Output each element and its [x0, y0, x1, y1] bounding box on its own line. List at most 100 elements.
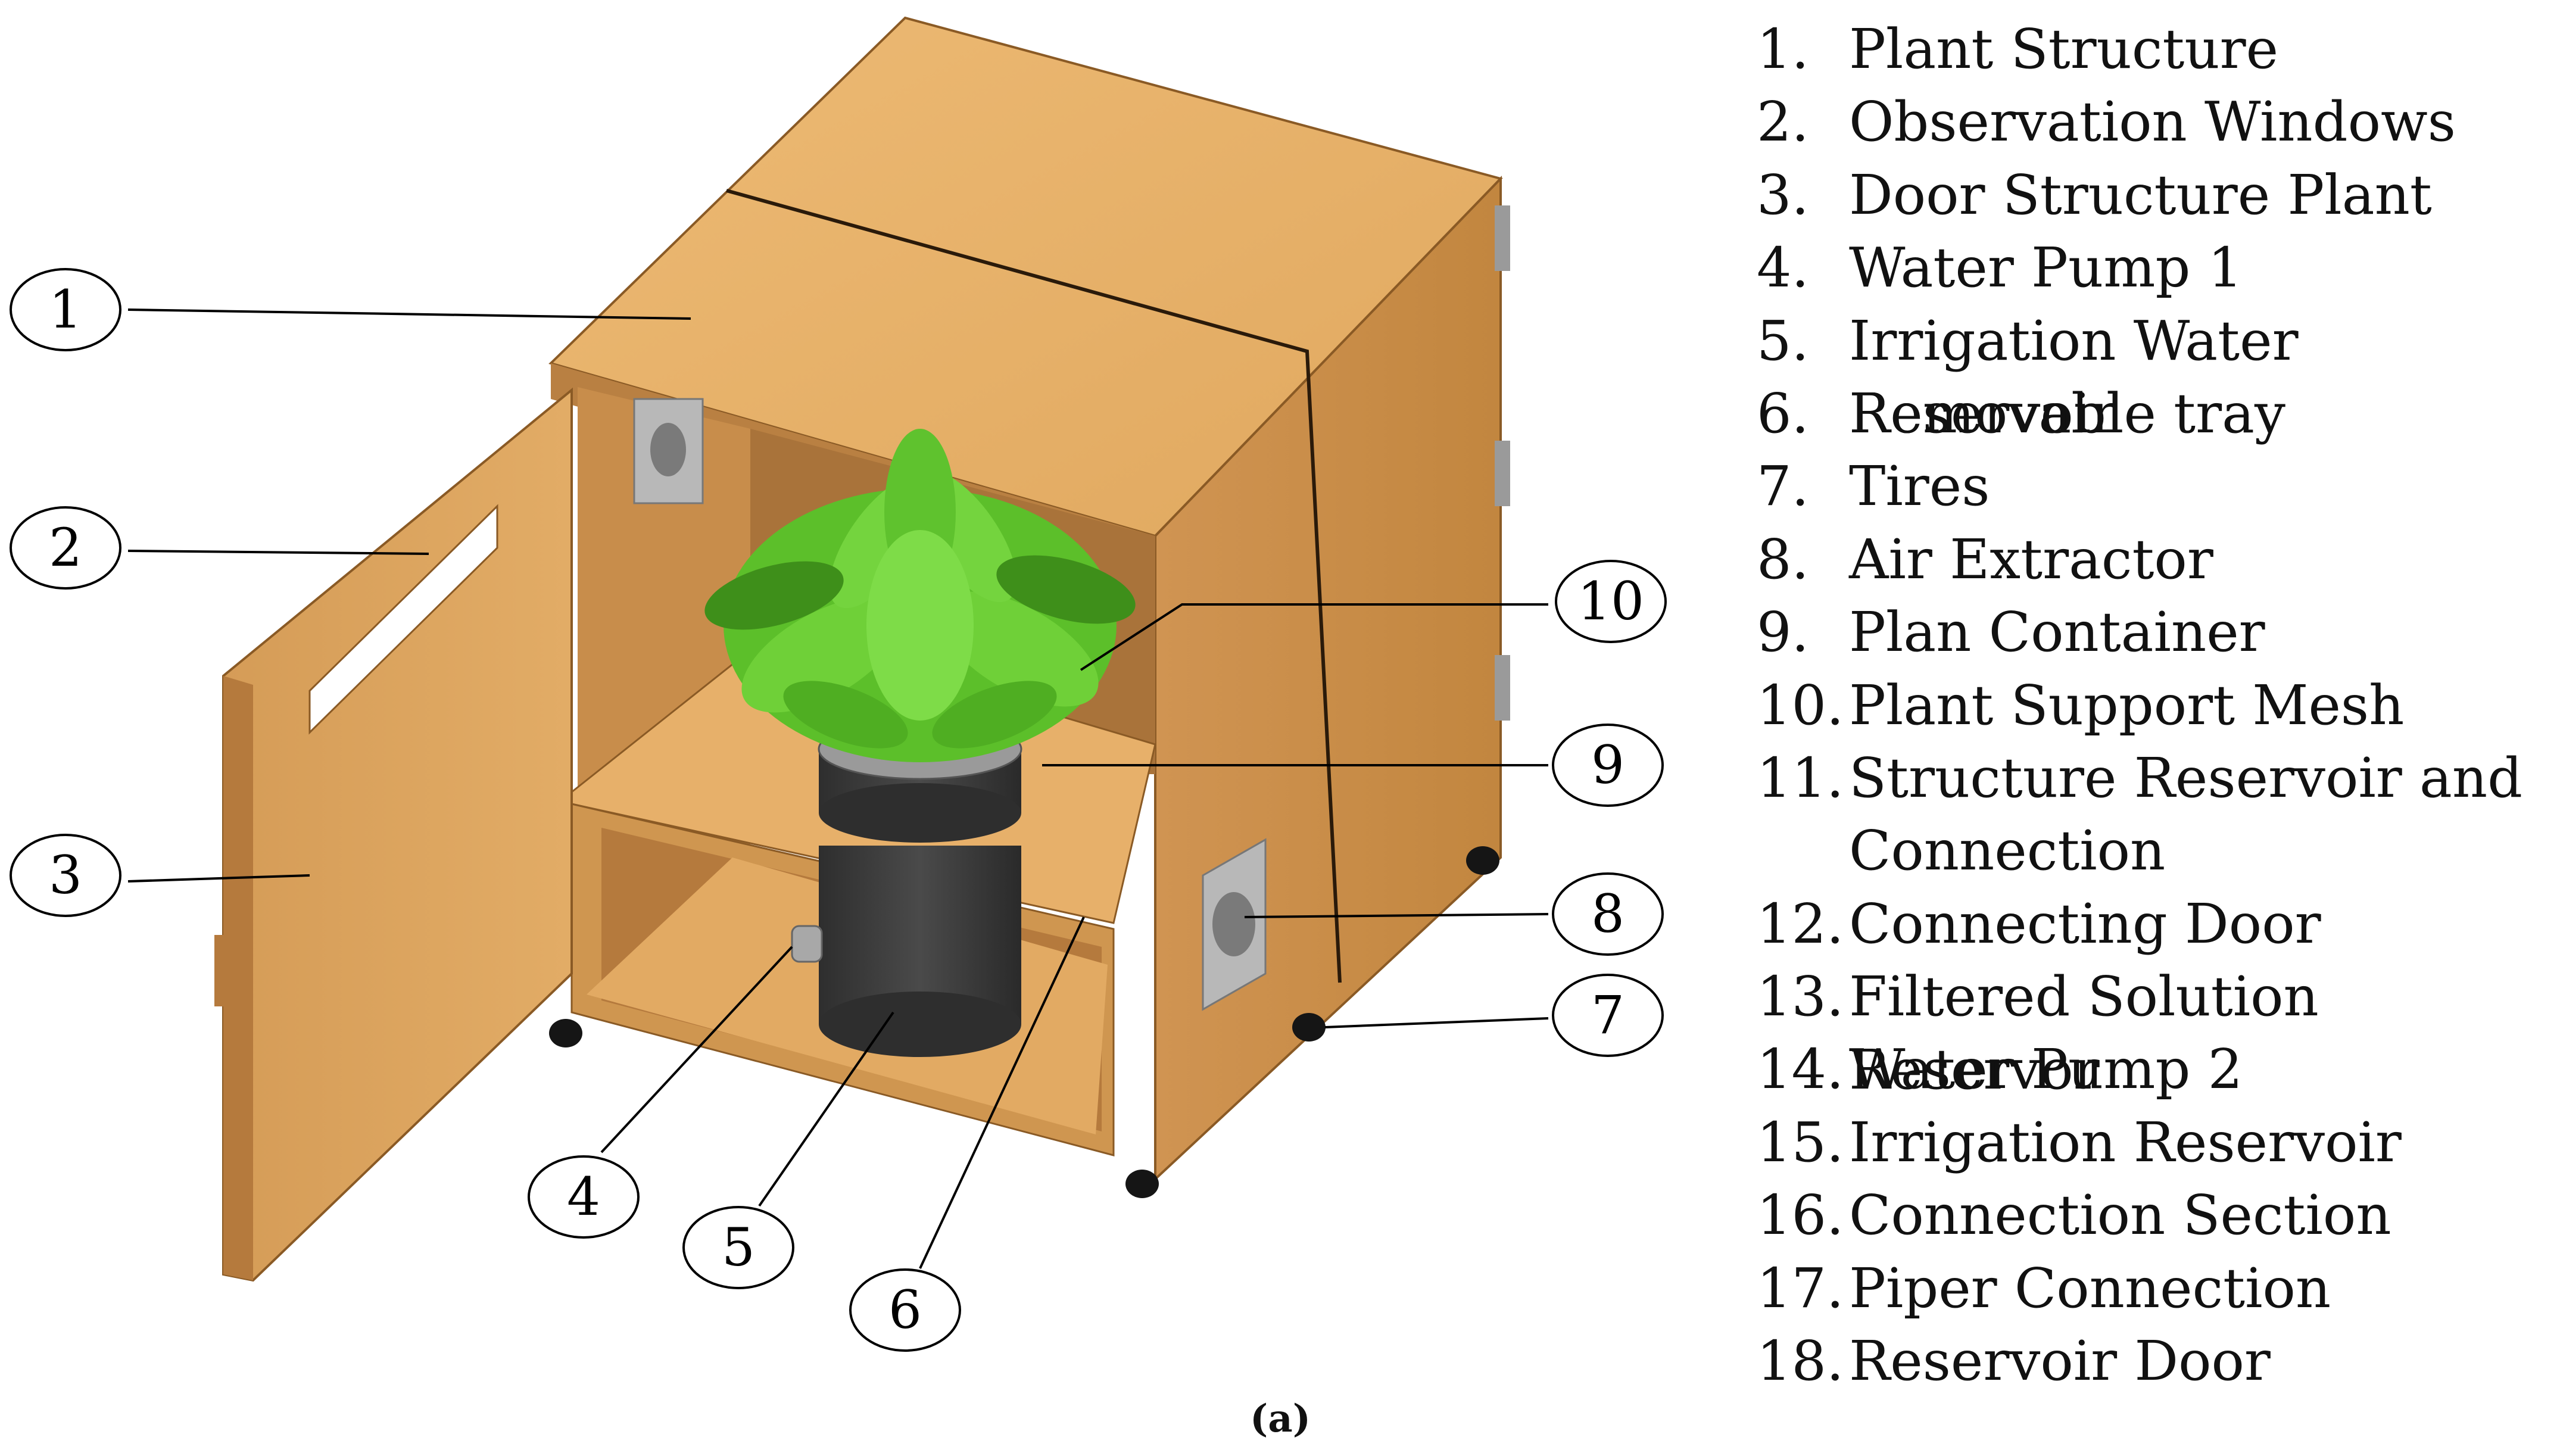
legend-item: 4. Water Pump 1	[1757, 232, 2555, 304]
door-edge	[223, 676, 253, 1280]
legend-number: 2.	[1757, 90, 1809, 154]
callout-bubble-removable-tray	[849, 1268, 961, 1352]
callout-bubble-water-pump	[528, 1155, 640, 1239]
leader-line-door	[127, 874, 310, 883]
legend-text: Air Extractor	[1849, 527, 2213, 591]
hinge	[1495, 205, 1510, 271]
callout-number-removable-tray: 6	[888, 1279, 922, 1340]
leader-line-irrigation-reservoir	[758, 1011, 894, 1207]
legend-text: Plan Container	[1849, 600, 2265, 665]
legend-item: 11.Structure Reservoir and Connection	[1757, 742, 2555, 888]
legend-text: Connection Section	[1849, 1183, 2391, 1248]
callout-number-plant-support-mesh: 10	[1577, 570, 1644, 632]
legend-number: 18.	[1757, 1329, 1844, 1393]
plant-foliage	[704, 429, 1136, 762]
legend-item: 9. Plan Container	[1757, 596, 2555, 669]
legend-number: 17.	[1757, 1256, 1844, 1320]
callout-bubble-plant-container	[1552, 724, 1664, 807]
legend-item: 16.Connection Section	[1757, 1179, 2555, 1252]
callout-bubble-door	[10, 834, 121, 917]
legend-number: 5.	[1757, 308, 1809, 373]
callout-number-air-extractor: 8	[1591, 883, 1624, 944]
callout-bubble-observation-window	[10, 506, 121, 590]
plant-container-base	[819, 783, 1021, 843]
legend-item: 5. Irrigation Water Reservoir	[1757, 305, 2555, 445]
legend-number: 13.	[1757, 965, 1844, 1029]
callout-bubble-plant-structure	[10, 268, 121, 351]
callout-number-plant-container: 9	[1591, 734, 1624, 796]
legend-item: 14.Water Pump 2	[1757, 1033, 2555, 1106]
leader-line-tire	[1324, 1017, 1549, 1028]
legend-item: 13.Filtered Solution Reservor	[1757, 961, 2555, 1101]
callout-bubble-plant-support-mesh	[1555, 560, 1667, 643]
observation-window	[308, 504, 498, 735]
tire	[549, 1019, 582, 1047]
air-extractor-fan	[1212, 892, 1255, 956]
legend-number: 8.	[1757, 527, 1809, 591]
door	[222, 387, 573, 1282]
legend-item: 8. Air Extractor	[1757, 523, 2555, 596]
legend-item: 3. Door Structure Plant	[1757, 159, 2555, 232]
tire	[1292, 1013, 1326, 1042]
door-handle	[214, 935, 227, 1006]
legend-number: 16.	[1757, 1183, 1844, 1248]
legend-number: 11.	[1757, 746, 1844, 810]
tire	[1466, 846, 1499, 875]
legend-text: Connecting Door	[1849, 891, 2321, 956]
legend-text: Removable tray	[1849, 381, 2285, 445]
legend-number: 4.	[1757, 236, 1809, 300]
legend-number: 14.	[1757, 1037, 1844, 1102]
legend-text: Structure Reservoir and Connection	[1849, 746, 2522, 883]
legend-number: 15.	[1757, 1110, 1844, 1174]
leader-line-observation-window	[127, 550, 429, 555]
legend-number: 10.	[1757, 673, 1844, 737]
callout-number-water-pump: 4	[567, 1166, 600, 1227]
callout-bubble-tire	[1552, 974, 1664, 1057]
callout-number-plant-structure: 1	[49, 279, 82, 340]
legend-item: 2.Observation Windows	[1757, 86, 2555, 158]
legend-text: Reservoir Door	[1849, 1329, 2271, 1393]
legend-item: 15.Irrigation Reservoir	[1757, 1106, 2555, 1179]
hinge	[1495, 655, 1510, 721]
legend-item: 18.Reservoir Door	[1757, 1325, 2555, 1398]
legend-item: 17.Piper Connection	[1757, 1252, 2555, 1325]
legend-number: 9.	[1757, 600, 1809, 665]
leader-line-plant-structure	[127, 308, 691, 320]
legend-item: 7. Tires	[1757, 450, 2555, 523]
figure-caption: (a)	[1249, 1396, 1311, 1441]
legend-text: Irrigation Reservoir	[1849, 1110, 2402, 1174]
legend-text: Tires	[1849, 454, 1990, 519]
legend-text: Water Pump 1	[1849, 236, 2243, 300]
legend-item: 6. Removable tray	[1757, 378, 2555, 450]
callout-bubble-air-extractor	[1552, 872, 1664, 956]
legend-number: 12.	[1757, 891, 1844, 956]
leader-line-removable-tray	[919, 916, 1085, 1269]
legend-number: 6.	[1757, 381, 1809, 445]
air-extractor-upper-fan	[650, 423, 686, 476]
legend-text: Piper Connection	[1849, 1256, 2331, 1320]
leader-line-water-pump	[600, 946, 793, 1153]
hinge	[1495, 441, 1510, 506]
water-pump	[791, 925, 823, 963]
tire	[1125, 1170, 1159, 1198]
legend-text: Filtered Solution Reservor	[1849, 965, 2319, 1102]
legend-item: 12.Connecting Door	[1757, 888, 2555, 961]
legend-item: 1. Plant Structure	[1757, 13, 2555, 86]
legend-item: 10.Plant Support Mesh	[1757, 669, 2555, 742]
legend-text: Irrigation Water Reservoir	[1849, 308, 2299, 445]
legend-text: Door Structure Plant	[1849, 163, 2432, 227]
callout-number-irrigation-reservoir: 5	[722, 1217, 755, 1278]
legend-text: Water Pump 2	[1849, 1037, 2243, 1102]
irrigation-reservoir-bottom	[819, 992, 1021, 1057]
legend-number: 1.	[1757, 17, 1809, 81]
legend-text: Plant Structure	[1849, 17, 2279, 81]
callout-number-door: 3	[49, 844, 82, 906]
leader-line-air-extractor	[1244, 913, 1549, 918]
callout-bubble-irrigation-reservoir	[682, 1206, 794, 1289]
legend-number: 3.	[1757, 163, 1809, 227]
legend-number: 7.	[1757, 454, 1809, 519]
